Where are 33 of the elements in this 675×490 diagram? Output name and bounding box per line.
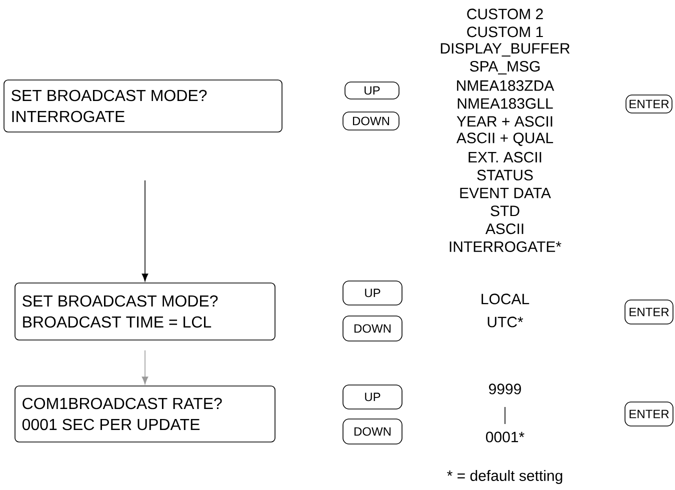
key-button: ENTER	[626, 94, 672, 114]
key-button: ENTER	[624, 402, 674, 426]
option-text: EXT. ASCII	[468, 152, 542, 162]
option-text: STATUS	[477, 170, 533, 180]
option-text: ASCII + QUAL	[456, 132, 554, 146]
option-text: EVENT DATA	[460, 188, 551, 198]
option-text: STD	[490, 206, 520, 216]
option-text: CUSTOM 2	[467, 8, 543, 20]
key-button: DOWN	[342, 418, 402, 444]
display-box: SET BROADCAST MODE? BROADCAST TIME = LCL	[14, 282, 276, 340]
option-text: YEAR + ASCII	[456, 116, 552, 127]
option-text: LOCAL	[482, 294, 530, 304]
arrow	[142, 350, 148, 384]
option-text: 0001*	[486, 432, 524, 442]
footnote: * = default setting	[447, 470, 562, 484]
option-text: INTERROGATE*	[450, 241, 562, 252]
key-button: UP	[342, 280, 402, 306]
key-button: ENTER	[624, 300, 674, 324]
display-box: COM1BROADCAST RATE? 0001 SEC PER UPDATE	[14, 386, 276, 442]
option-text: DISPLAY_BUFFER	[440, 43, 570, 57]
option-text: NMEA183GLL	[458, 98, 553, 109]
key-button: DOWN	[342, 316, 402, 342]
option-text: UTC*	[488, 316, 524, 328]
arrow	[142, 180, 148, 282]
key-button: UP	[344, 82, 400, 100]
key-button: UP	[342, 384, 402, 410]
option-text: CUSTOM 1	[467, 26, 543, 38]
option-text: 9999	[489, 384, 521, 394]
option-text: ASCII	[485, 223, 524, 234]
option-text: SPA_MSG	[470, 60, 540, 74]
key-button: DOWN	[342, 112, 400, 130]
option-text: NMEA183ZDA	[457, 80, 554, 91]
display-box: SET BROADCAST MODE? INTERROGATE	[4, 80, 282, 132]
